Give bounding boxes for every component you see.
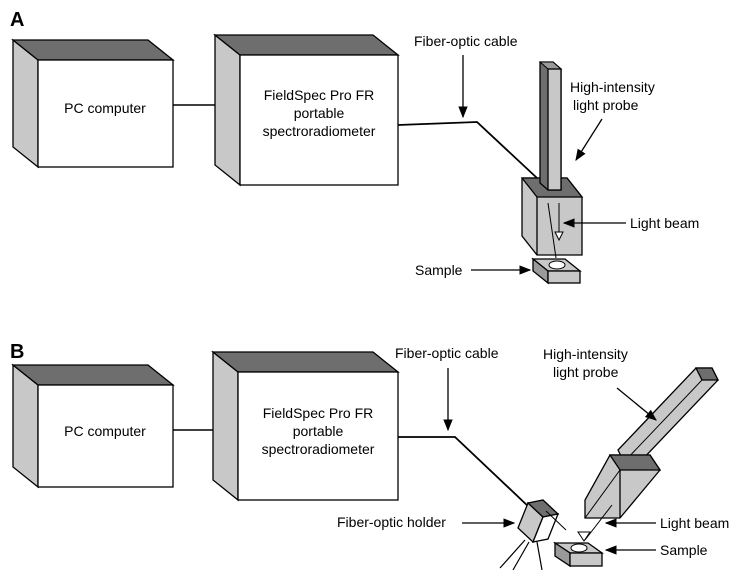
light-probe-b bbox=[577, 367, 720, 542]
spectro-label-line1-b: FieldSpec Pro FR bbox=[263, 405, 373, 421]
spectro-label-line2-a: portable bbox=[294, 105, 345, 121]
spectroradiometer-box-b: FieldSpec Pro FR portable spectroradiome… bbox=[211, 350, 400, 502]
spectro-label-line3-b: spectroradiometer bbox=[262, 441, 375, 457]
spectro-label-line2-b: portable bbox=[293, 423, 344, 439]
pc-computer-label-b: PC computer bbox=[64, 423, 146, 439]
spectro-label-line1-a: FieldSpec Pro FR bbox=[264, 87, 374, 103]
panel-a-letter: A bbox=[10, 9, 24, 31]
holder-label-b: Fiber-optic holder bbox=[337, 514, 446, 530]
spectroradiometer-box-a: FieldSpec Pro FR portable spectroradiome… bbox=[213, 33, 400, 187]
probe-arrow-a bbox=[575, 118, 603, 161]
sample-holder-a bbox=[531, 257, 582, 285]
pc-computer-box-b: PC computer bbox=[11, 363, 175, 489]
spectro-label-line3-a: spectroradiometer bbox=[263, 123, 376, 139]
sample-label-a: Sample bbox=[415, 262, 463, 278]
fiber-cable-label-b: Fiber-optic cable bbox=[395, 345, 499, 361]
probe-arrow-b bbox=[616, 387, 657, 421]
probe-label-line2-b: light probe bbox=[553, 364, 619, 380]
probe-label-line1-b: High-intensity bbox=[543, 346, 628, 362]
fiber-cable-label-a: Fiber-optic cable bbox=[414, 33, 518, 49]
sample-holder-b bbox=[552, 541, 605, 568]
probe-label-line1-a: High-intensity bbox=[570, 79, 655, 95]
fiber-optic-holder-b bbox=[499, 499, 567, 571]
light-beam-label-a: Light beam bbox=[630, 215, 699, 231]
probe-label-line2-a: light probe bbox=[573, 97, 639, 113]
light-probe-a bbox=[520, 61, 584, 259]
panel-b-letter: B bbox=[10, 341, 24, 363]
panel-a: A PC computer FieldSpec Pro FR portable … bbox=[10, 9, 699, 285]
sample-label-b: Sample bbox=[660, 542, 708, 558]
fiber-optic-cable-b bbox=[398, 436, 531, 509]
light-beam-label-b: Light beam bbox=[660, 515, 729, 531]
pc-computer-box-a: PC computer bbox=[11, 38, 175, 169]
fiber-optic-cable-a bbox=[397, 121, 538, 179]
panel-b: B PC computer FieldSpec Pro FR portable … bbox=[10, 341, 729, 571]
pc-computer-label-a: PC computer bbox=[64, 100, 146, 116]
